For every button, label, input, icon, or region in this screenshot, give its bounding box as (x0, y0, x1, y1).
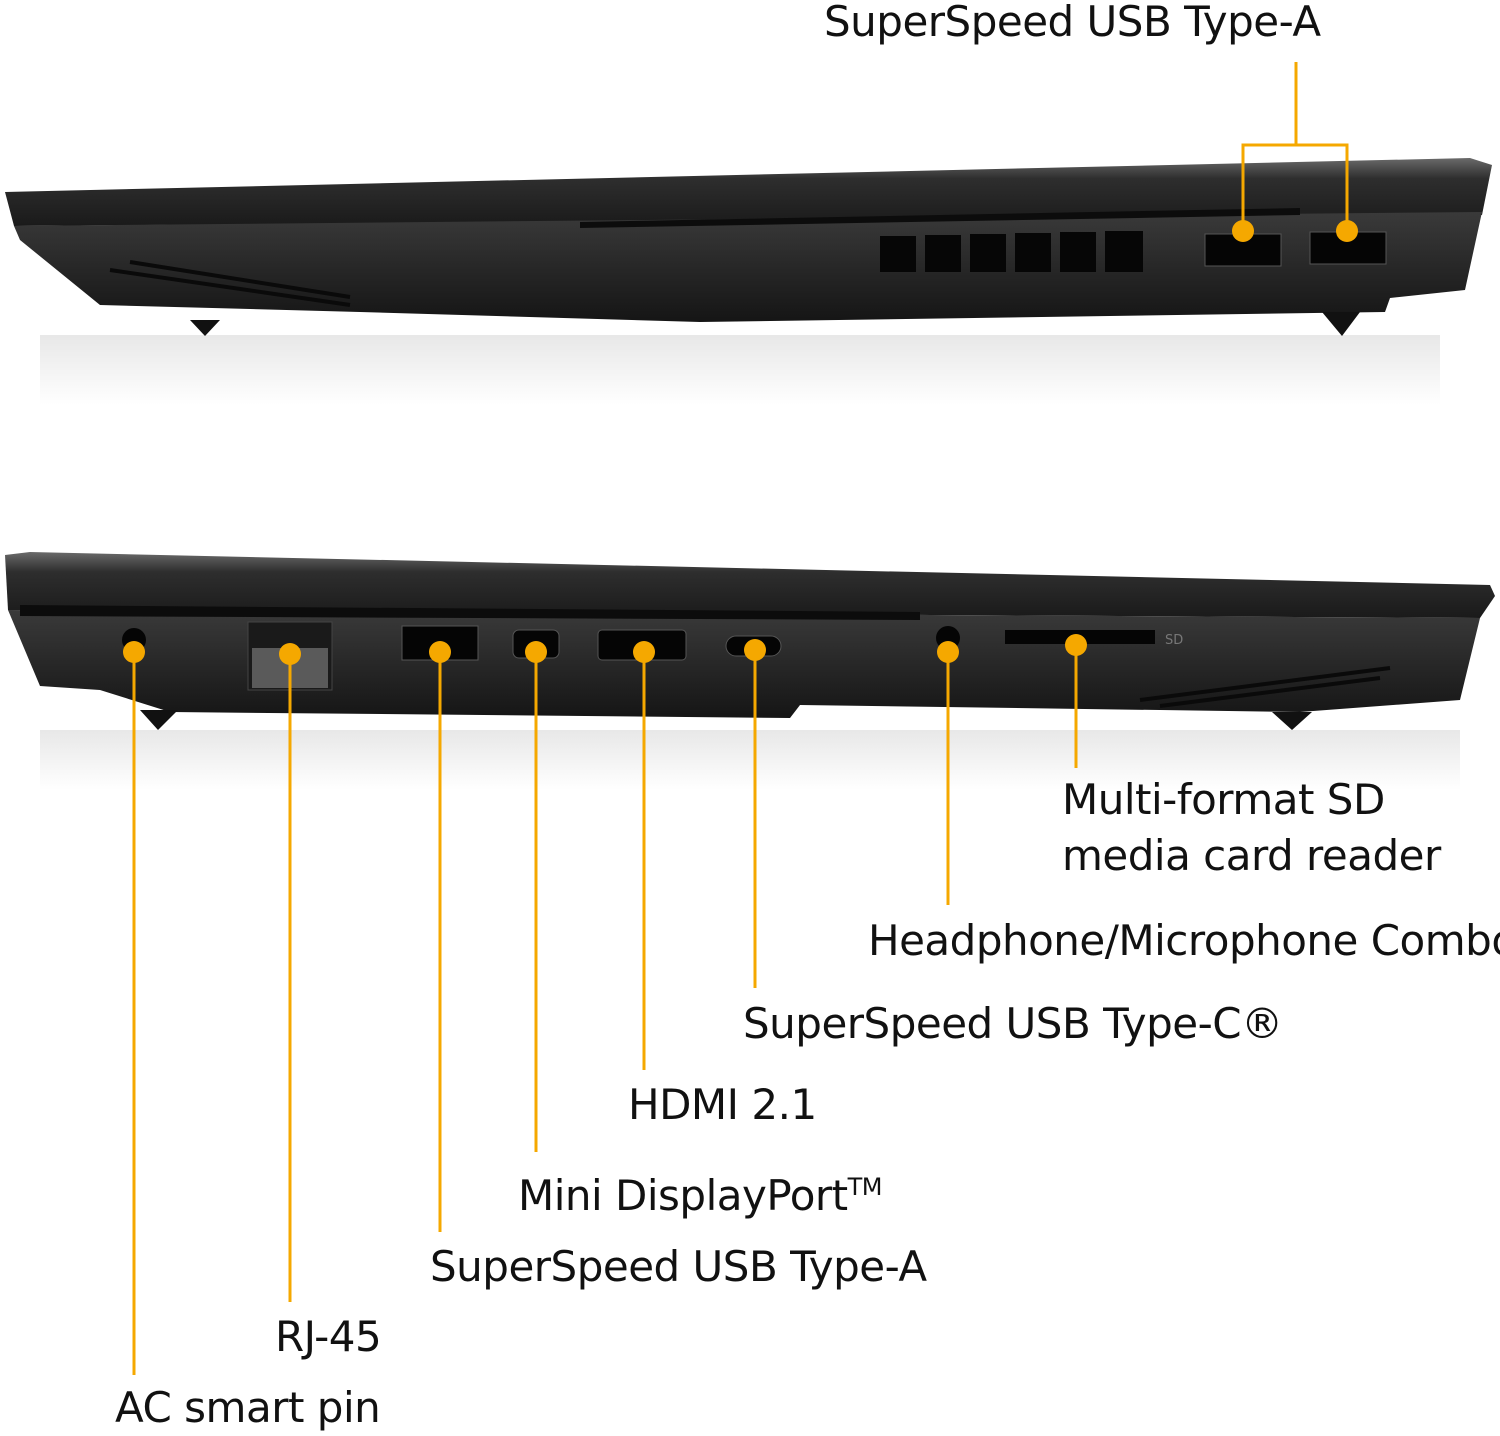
sd-marking: SD (1165, 633, 1183, 648)
label-usb-c: SuperSpeed USB Type-C® (743, 999, 1283, 1048)
label-hdmi: HDMI 2.1 (628, 1080, 817, 1129)
callout-dots (123, 220, 1358, 665)
label-ac-smart-pin: AC smart pin (115, 1383, 381, 1432)
label-mini-displayport: Mini DisplayPortTM (518, 1171, 883, 1220)
vent-grille (880, 231, 1143, 272)
label-sd-reader-line2: media card reader (1062, 831, 1441, 880)
label-rj45: RJ-45 (275, 1312, 382, 1361)
callout-lines (132, 62, 1349, 1375)
label-sd-reader-line1: Multi-format SD (1062, 775, 1385, 824)
label-usb-a-bottom: SuperSpeed USB Type-A (430, 1242, 927, 1291)
label-headphone-combo: Headphone/Microphone Combo (868, 916, 1500, 965)
laptop-left-side-view: SD (5, 552, 1495, 790)
label-usb-a-top: SuperSpeed USB Type-A (824, 0, 1321, 46)
laptop-right-side-view (5, 158, 1492, 405)
